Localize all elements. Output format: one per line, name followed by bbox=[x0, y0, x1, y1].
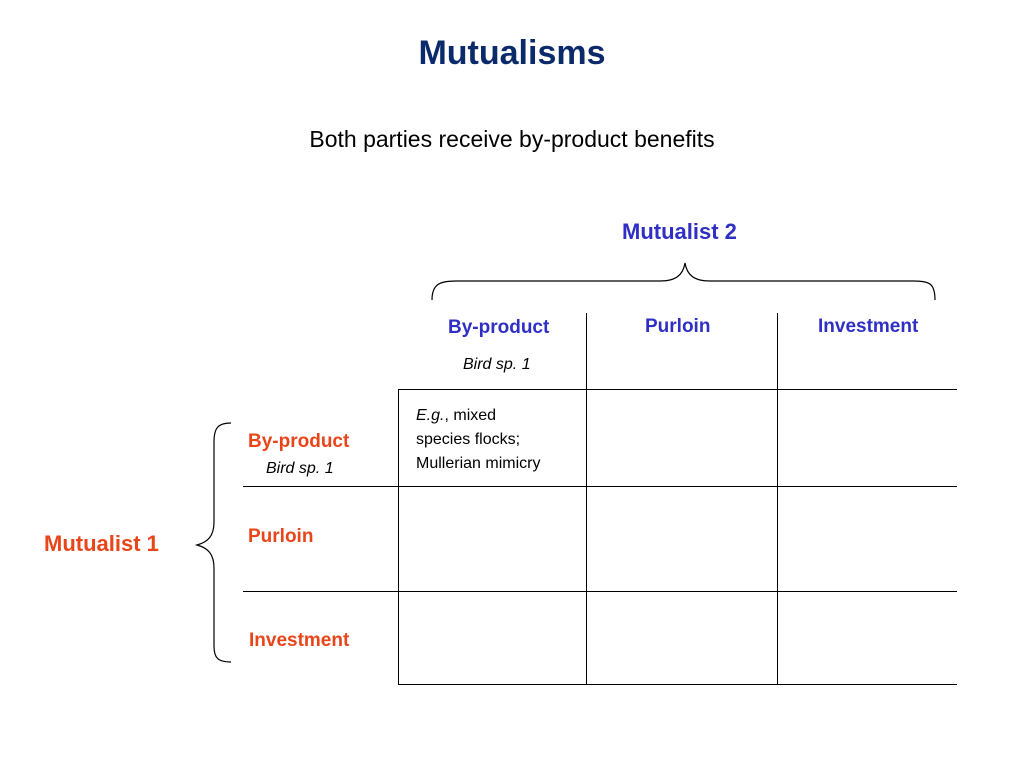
page-title: Mutualisms bbox=[418, 34, 606, 72]
cell-text-line-3: Mullerian mimicry bbox=[416, 455, 541, 472]
row-header-by-product-sublabel: Bird sp. 1 bbox=[266, 460, 334, 477]
column-header-purloin: Purloin bbox=[645, 316, 711, 337]
cell-example-lead: E.g. bbox=[416, 407, 445, 424]
cell-by-product-by-product: E.g., mixed species flocks; Mullerian mi… bbox=[416, 404, 586, 476]
cell-text-line-2: species flocks; bbox=[416, 431, 521, 448]
row-header-purloin: Purloin bbox=[248, 526, 314, 547]
row-header-by-product: By-product bbox=[248, 431, 350, 452]
row-header-investment: Investment bbox=[249, 630, 350, 651]
cell-text-line-1: , mixed bbox=[444, 407, 497, 424]
column-header-by-product-sublabel: Bird sp. 1 bbox=[463, 356, 531, 373]
top-brace bbox=[431, 262, 936, 301]
mutualist-1-label: Mutualist 1 bbox=[44, 531, 159, 556]
page-subtitle: Both parties receive by-product benefits bbox=[309, 126, 715, 152]
column-header-by-product: By-product bbox=[448, 317, 550, 338]
column-header-investment: Investment bbox=[818, 316, 919, 337]
mutualist-2-label: Mutualist 2 bbox=[622, 219, 737, 244]
left-brace bbox=[194, 422, 232, 663]
